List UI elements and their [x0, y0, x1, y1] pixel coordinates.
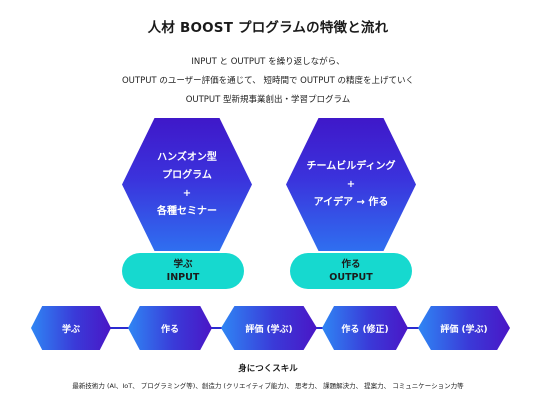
- input-hexagon-line-1: ハンズオン型: [157, 151, 217, 163]
- flow-step-3: 評価 (学ぶ): [221, 306, 317, 350]
- output-hexagon-line-1: チームビルディング: [306, 160, 396, 172]
- input-pill-label-en: INPUT: [166, 272, 200, 283]
- output-pill-label-jp: 作る: [341, 259, 361, 270]
- input-hexagon-plus: +: [182, 187, 192, 199]
- intro-line-1: INPUT と OUTPUT を繰り返しながら、: [191, 57, 345, 67]
- skills-text: 最新技術力 (AI、IoT、 プログラミング等)、創造力 (クリエイティブ能力)…: [72, 382, 464, 390]
- output-hexagon: チームビルディング + アイデア → 作る: [286, 118, 416, 251]
- output-hexagon-plus: +: [346, 178, 356, 190]
- flow-step-5: 評価 (学ぶ): [418, 306, 510, 350]
- output-pill: 作る OUTPUT: [290, 253, 412, 289]
- intro-line-2: OUTPUT のユーザー評価を通じて、 短時間で OUTPUT の精度を上げてい…: [121, 76, 414, 86]
- input-pill: 学ぶ INPUT: [122, 253, 244, 289]
- page-title: 人材 BOOST プログラムの特徴と流れ: [147, 20, 389, 36]
- skills-title: 身につくスキル: [238, 364, 298, 374]
- output-hexagon-line-2: アイデア → 作る: [313, 196, 389, 208]
- output-pill-label-en: OUTPUT: [329, 272, 373, 283]
- input-hexagon-line-3: 各種セミナー: [157, 205, 217, 217]
- flow-step-1: 学ぶ: [31, 306, 111, 350]
- intro-line-3: OUTPUT 型新規事業創出・学習プログラム: [185, 95, 351, 105]
- input-pill-label-jp: 学ぶ: [173, 259, 193, 270]
- process-flow: 学ぶ 作る 評価 (学ぶ) 作る (修正) 評価 (学ぶ): [0, 306, 536, 350]
- input-hexagon: ハンズオン型 プログラム + 各種セミナー: [122, 118, 252, 251]
- input-hexagon-line-2: プログラム: [162, 169, 212, 181]
- flow-step-4: 作る (修正): [322, 306, 408, 350]
- flow-step-2: 作る: [128, 306, 212, 350]
